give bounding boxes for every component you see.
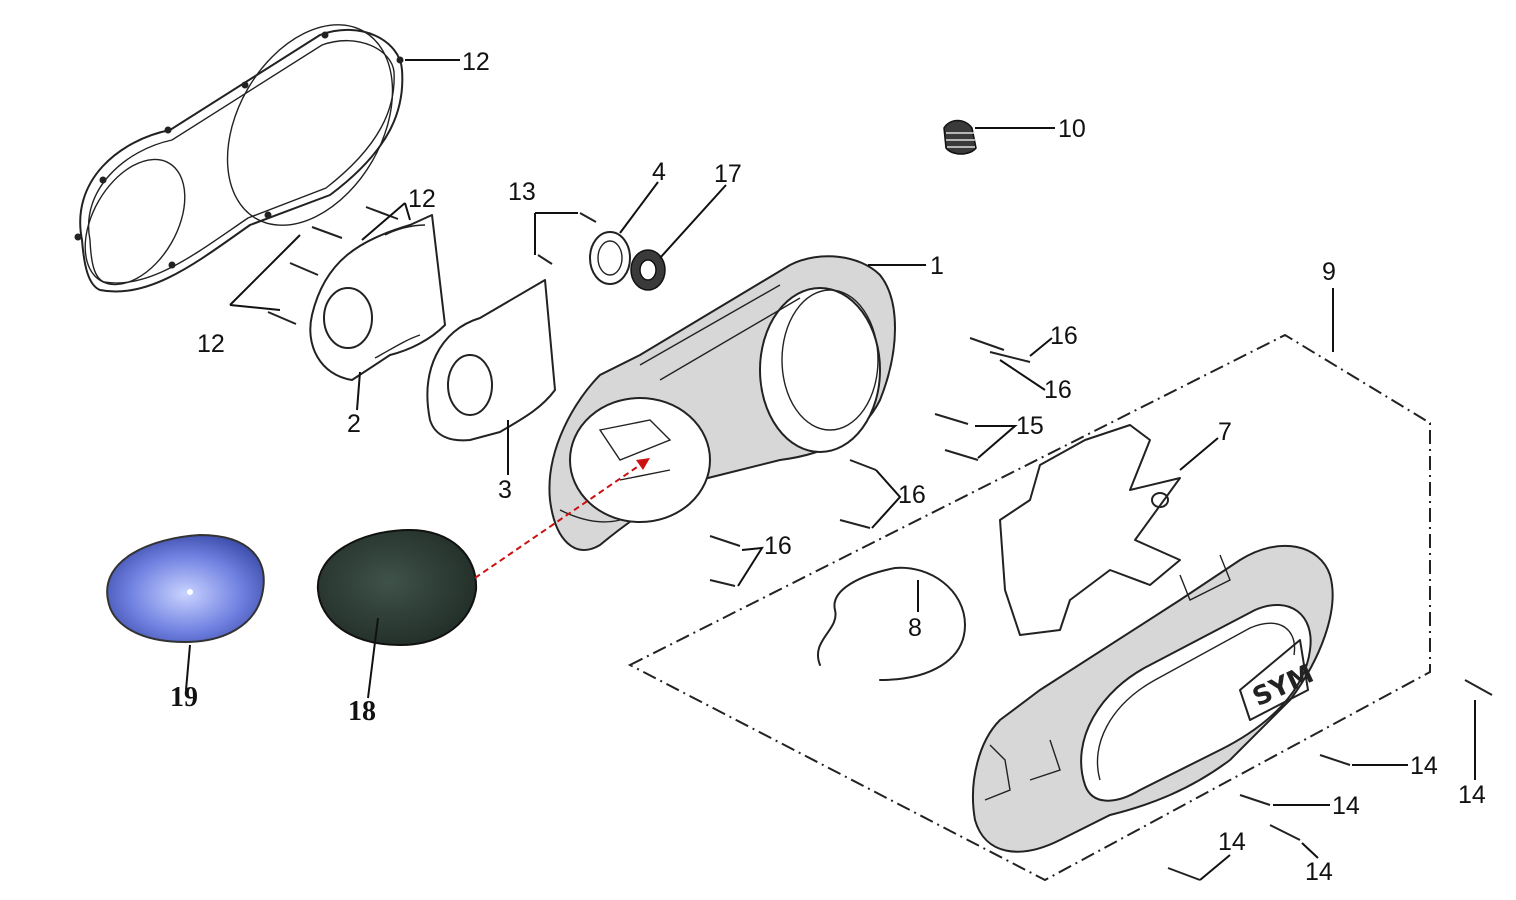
fitting-part-10 [943,119,977,155]
label-14-e: 14 [1305,858,1333,886]
kit-outline-part-9 [627,333,1431,882]
arrow-head [636,458,650,470]
seal-cord-part-8 [817,566,966,681]
plate-part-2 [309,214,446,381]
label-16-c: 16 [898,481,926,509]
label-9: 9 [1322,258,1336,286]
seal-part-4 [589,231,631,285]
lens-part-19 [106,533,265,644]
label-12-top: 12 [408,185,436,213]
label-11: 12 [462,48,490,76]
part-labels: 12 12 12 2 3 13 4 17 10 1 9 16 16 15 16 … [170,48,1486,886]
label-16-a: 16 [1050,322,1078,350]
label-14-d: 14 [1218,828,1246,856]
gasket-part-7 [999,424,1181,636]
guard-part-18 [316,528,478,647]
bolts [267,206,1493,881]
bearing-part-17 [630,249,666,291]
label-14-b: 14 [1458,781,1486,809]
leader-lines [185,59,1476,881]
label-10: 10 [1058,115,1086,143]
label-4: 4 [652,158,666,186]
plate-part-3 [426,279,556,442]
inner-cover-part-1 [548,255,896,551]
label-18: 18 [348,696,376,727]
label-13: 13 [508,178,536,206]
label-3: 3 [498,476,512,504]
label-1: 1 [930,252,944,280]
label-14-c: 14 [1332,792,1360,820]
label-8: 8 [908,614,922,642]
label-2: 2 [347,410,361,438]
label-16-b: 16 [1044,376,1072,404]
label-15: 15 [1016,412,1044,440]
gasket-part-11 [74,24,404,293]
label-14-a: 14 [1410,752,1438,780]
outer-cover-part-9: SYM [972,544,1334,853]
arrow-indicator [474,464,641,579]
label-7: 7 [1218,418,1232,446]
label-17: 17 [714,160,742,188]
label-12-left: 12 [197,330,225,358]
label-19: 19 [170,682,198,713]
label-16-d: 16 [764,532,792,560]
